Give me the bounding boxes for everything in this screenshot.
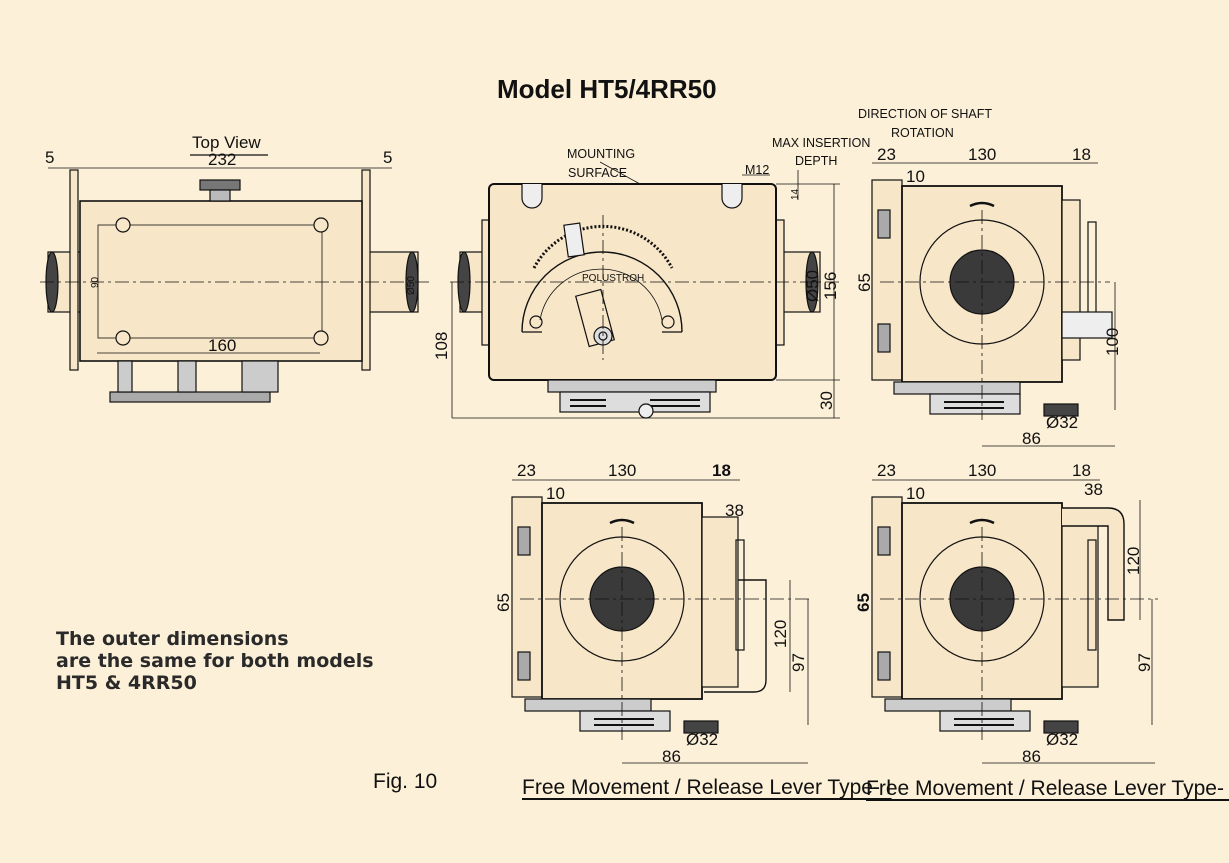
front-view — [450, 161, 840, 419]
side-view-dim-width: 130 — [968, 145, 996, 164]
direction-label-1: DIRECTION OF SHAFT — [858, 107, 992, 121]
type1-dim-bolt-spacing: 65 — [494, 593, 513, 612]
type2-dim-inset: 10 — [906, 484, 925, 503]
front-view-dim-height: 156 — [821, 272, 840, 300]
max-insertion-label-2: DEPTH — [795, 154, 837, 168]
top-view-bolt-holes — [115, 217, 329, 346]
type2-dim-right: 18 — [1072, 461, 1091, 480]
side-view-labels: DIRECTION OF SHAFT ROTATION 23 130 18 10… — [855, 107, 1122, 448]
front-view-gauge-arc — [521, 251, 683, 333]
top-view-stud — [209, 189, 231, 202]
max-insertion-label-1: MAX INSERTION — [772, 136, 870, 150]
top-view-dim-bolt-spacing: 160 — [208, 336, 236, 355]
front-view-dim-insertion: 14 — [790, 188, 801, 200]
top-view-dim-left: 5 — [45, 148, 54, 167]
front-view-labels: MOUNTING SURFACE M12 MAX INSERTION DEPTH… — [432, 136, 870, 410]
type1-dim-bottom: 86 — [662, 747, 681, 766]
type2-dim-bottom: 86 — [1022, 747, 1041, 766]
gauge-text: POLUSTROH — [582, 273, 644, 284]
top-view-label: Top View — [192, 133, 261, 152]
mounting-surface-label-1: MOUNTING — [567, 147, 635, 161]
note-line-3: HT5 & 4RR50 — [56, 672, 197, 694]
side-view-dim-bolt-spacing: 65 — [855, 273, 874, 292]
front-view-dim-shaft: Ø50 — [803, 270, 822, 302]
direction-label-2: ROTATION — [891, 126, 954, 140]
type2-dim-bolt-spacing: 65 — [854, 593, 873, 612]
caption-type1: Free Movement / Release Lever Type- I — [522, 776, 892, 799]
type2-dim-lever-height: 120 — [1124, 547, 1143, 575]
type1-dim-lever: 38 — [725, 501, 744, 520]
top-view-flange-right — [361, 169, 371, 371]
front-view-dim-axis-height: 108 — [432, 332, 451, 360]
top-view-base — [109, 391, 271, 403]
front-view-dim-base: 30 — [817, 391, 836, 410]
figure-label: Fig. 10 — [373, 770, 438, 793]
type1-dim-right: 18 — [712, 461, 731, 480]
side-view-dim-foot: Ø32 — [1046, 413, 1078, 432]
note-line-1: The outer dimensions — [56, 628, 289, 650]
mounting-surface-label-2: SURFACE — [568, 166, 627, 180]
top-view-dim-bolt-height: 90 — [90, 276, 101, 288]
type1-view — [511, 479, 810, 764]
top-view-dim-shaft: Ø50 — [406, 276, 417, 295]
type1-dim-axis: 97 — [789, 653, 808, 672]
side-view — [871, 162, 1116, 447]
top-view-bolt-pattern — [97, 224, 323, 339]
type2-dim-foot: Ø32 — [1046, 730, 1078, 749]
top-view-flange-left — [69, 169, 79, 371]
type1-dim-width: 130 — [608, 461, 636, 480]
thread-label: M12 — [745, 163, 769, 177]
drawing-title: Model HT5/4RR50 — [497, 74, 717, 104]
type2-dim-lever: 38 — [1084, 480, 1103, 499]
side-view-dim-left: 23 — [877, 145, 896, 164]
type2-dim-left: 23 — [877, 461, 896, 480]
type2-view — [871, 479, 1158, 764]
type2-dim-axis: 97 — [1135, 653, 1154, 672]
type1-dim-lever-height: 120 — [771, 620, 790, 648]
top-view-labels: Top View 5 232 5 160 90 Ø50 — [45, 133, 417, 355]
side-view-dim-right: 18 — [1072, 145, 1091, 164]
top-view — [40, 154, 430, 403]
type1-dim-left: 23 — [517, 461, 536, 480]
side-view-dim-inset: 10 — [906, 167, 925, 186]
type1-dim-inset: 10 — [546, 484, 565, 503]
note-line-2: are the same for both models — [56, 650, 374, 672]
top-view-dim-right: 5 — [383, 148, 392, 167]
dimension-note: The outer dimensions are the same for bo… — [56, 628, 416, 694]
top-view-nut — [199, 179, 241, 191]
side-view-dim-axis: 100 — [1103, 328, 1122, 356]
caption-type2: Free Movement / Release Lever Type- II — [866, 777, 1229, 800]
type1-view-labels: 23 130 18 10 38 65 120 97 86 Ø32 — [494, 461, 808, 766]
top-view-dim-width: 232 — [208, 150, 236, 169]
side-view-dim-bottom: 86 — [1022, 429, 1041, 448]
type2-view-labels: 23 130 18 10 38 65 120 97 86 Ø32 — [854, 461, 1154, 766]
type1-dim-foot: Ø32 — [686, 730, 718, 749]
type2-dim-width: 130 — [968, 461, 996, 480]
